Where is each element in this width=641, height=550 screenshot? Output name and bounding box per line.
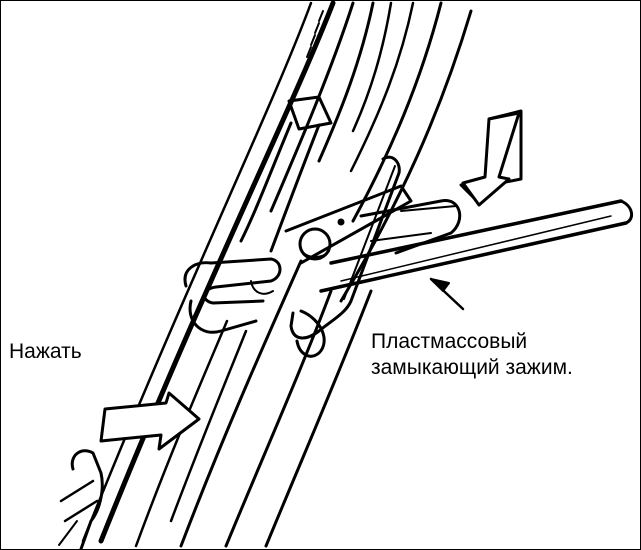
clip-body bbox=[183, 184, 462, 334]
plastic-clip-label: Пластмассовый замыкающий зажим. bbox=[371, 329, 573, 381]
arm-connector bbox=[239, 95, 333, 253]
push-arrow-right-icon bbox=[99, 391, 201, 451]
push-arrow-down-icon bbox=[459, 109, 523, 207]
pillar-edge bbox=[81, 1, 336, 544]
clip-lever bbox=[289, 155, 401, 358]
plastic-clip-label-line2: замыкающий зажим. bbox=[371, 356, 573, 379]
lower-clip bbox=[58, 449, 104, 549]
plastic-clip-label-line1: Пластмассовый bbox=[371, 330, 528, 353]
clip-leader-line bbox=[429, 277, 465, 311]
press-label: Нажать bbox=[9, 340, 82, 363]
blade-rod bbox=[319, 199, 634, 293]
